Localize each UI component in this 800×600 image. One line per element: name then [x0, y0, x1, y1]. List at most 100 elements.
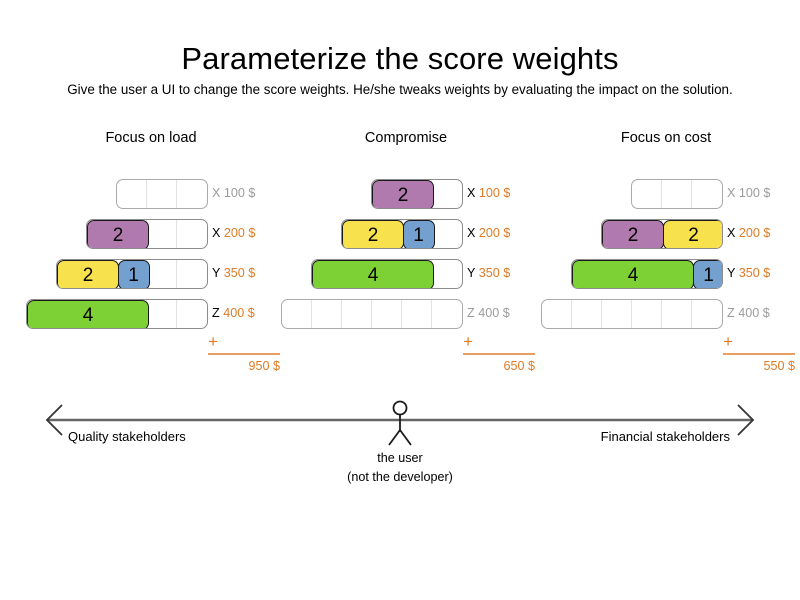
weight-row-axis: Y — [467, 266, 476, 280]
weight-cell[interactable] — [147, 220, 177, 248]
weight-cell[interactable] — [572, 300, 602, 328]
scenario-title: Focus on cost — [620, 130, 712, 146]
weight-cell[interactable] — [312, 300, 342, 328]
weight-row-amount: 350 $ — [738, 266, 771, 280]
weight-cell[interactable] — [147, 180, 177, 208]
scenario-title: Compromise — [364, 130, 448, 146]
weight-block[interactable]: 4 — [27, 300, 149, 328]
weight-row: 2 X 200 $ — [22, 215, 280, 255]
weight-row-axis: X — [212, 226, 221, 240]
weight-row-label: Y 350 $ — [467, 264, 535, 282]
weight-block[interactable]: 2 — [87, 220, 149, 248]
weight-cell[interactable] — [177, 260, 207, 288]
spectrum-arrow-left-icon — [45, 404, 63, 436]
weight-block[interactable]: 1 — [402, 220, 435, 248]
weight-row-amount: 100 $ — [478, 186, 511, 200]
weight-track[interactable]: 4 — [26, 299, 208, 329]
weight-row-axis: X — [212, 186, 221, 200]
weight-cell[interactable] — [177, 180, 207, 208]
weight-cell[interactable] — [402, 300, 432, 328]
weight-block-group: 2 — [87, 220, 149, 248]
total-value: 950 $ — [248, 359, 280, 373]
weight-cell[interactable] — [147, 300, 177, 328]
weight-cell[interactable] — [632, 300, 662, 328]
spectrum-axis-svg — [45, 400, 755, 446]
weight-cell[interactable] — [432, 180, 462, 208]
weight-track[interactable] — [116, 179, 208, 209]
weight-cell-grid — [117, 180, 207, 208]
weight-track[interactable] — [541, 299, 723, 329]
weight-block[interactable]: 2 — [57, 260, 119, 288]
weight-cell[interactable] — [342, 300, 372, 328]
weight-row-amount: 200 $ — [223, 226, 256, 240]
weight-block[interactable]: 2 — [372, 180, 434, 208]
weight-cell[interactable] — [177, 220, 207, 248]
weight-block[interactable]: 1 — [117, 260, 150, 288]
weight-block[interactable]: 1 — [692, 260, 722, 288]
weight-row-label: Y 350 $ — [727, 264, 795, 282]
weight-cell[interactable] — [692, 300, 722, 328]
page-title: Parameterize the score weights — [181, 40, 619, 76]
weight-row-axis: X — [467, 186, 476, 200]
weight-block[interactable]: 4 — [572, 260, 694, 288]
weight-cell[interactable] — [372, 300, 402, 328]
weight-block[interactable]: 2 — [602, 220, 664, 248]
weight-block[interactable]: 2 — [342, 220, 404, 248]
weight-row: 4 Y 350 $ — [277, 255, 535, 295]
weight-row-amount: 400 $ — [478, 306, 510, 320]
weight-row: 4 Z 400 $ — [22, 295, 280, 335]
weight-cell[interactable] — [692, 180, 722, 208]
weight-row-amount: 200 $ — [738, 226, 771, 240]
weight-row-label: Y 350 $ — [212, 264, 280, 282]
weight-row-axis: Z — [212, 306, 220, 320]
weight-row-label: X 200 $ — [212, 224, 280, 242]
total-plus-sign: + — [463, 332, 473, 351]
weight-cell-grid — [282, 300, 462, 328]
weight-cell[interactable] — [542, 300, 572, 328]
weight-cell[interactable] — [177, 300, 207, 328]
weight-row-label: Z 400 $ — [212, 304, 280, 322]
weight-row-label: Z 400 $ — [727, 304, 795, 322]
weight-cell[interactable] — [432, 260, 462, 288]
weight-cell[interactable] — [662, 180, 692, 208]
weight-cell[interactable] — [432, 220, 462, 248]
weight-cell[interactable] — [602, 300, 632, 328]
weight-row-axis: Z — [727, 306, 735, 320]
weight-row-amount: 400 $ — [738, 306, 770, 320]
weight-block[interactable]: 2 — [662, 220, 722, 248]
weight-track[interactable] — [631, 179, 723, 209]
total-plus-sign: + — [723, 332, 733, 351]
weight-row-label: X 200 $ — [467, 224, 535, 242]
weight-row: 2 X 100 $ — [277, 175, 535, 215]
total-value: 650 $ — [503, 359, 535, 373]
weight-cell[interactable] — [282, 300, 312, 328]
weight-cell[interactable] — [117, 180, 147, 208]
weight-cell[interactable] — [662, 300, 692, 328]
weight-cell[interactable] — [632, 180, 662, 208]
stakeholder-spectrum: Quality stakeholders Financial stakehold… — [0, 398, 800, 528]
weight-row-axis: X — [467, 226, 476, 240]
weight-track[interactable]: 4 — [311, 259, 463, 289]
weight-row: Z 400 $ — [537, 295, 795, 335]
spectrum-left-label: Quality stakeholders — [68, 429, 186, 444]
weight-cell[interactable] — [432, 300, 462, 328]
weight-row-amount: 200 $ — [478, 226, 511, 240]
weight-cell[interactable] — [147, 260, 177, 288]
weight-row-axis: X — [727, 186, 736, 200]
weight-row-amount: 350 $ — [223, 266, 256, 280]
weight-row-axis: X — [727, 226, 736, 240]
weight-track[interactable]: 2 — [371, 179, 463, 209]
weight-row-label: X 100 $ — [727, 184, 795, 202]
weight-row-label: Z 400 $ — [467, 304, 535, 322]
weight-block[interactable]: 4 — [312, 260, 434, 288]
weight-track[interactable] — [281, 299, 463, 329]
weight-track[interactable]: 2 — [86, 219, 208, 249]
